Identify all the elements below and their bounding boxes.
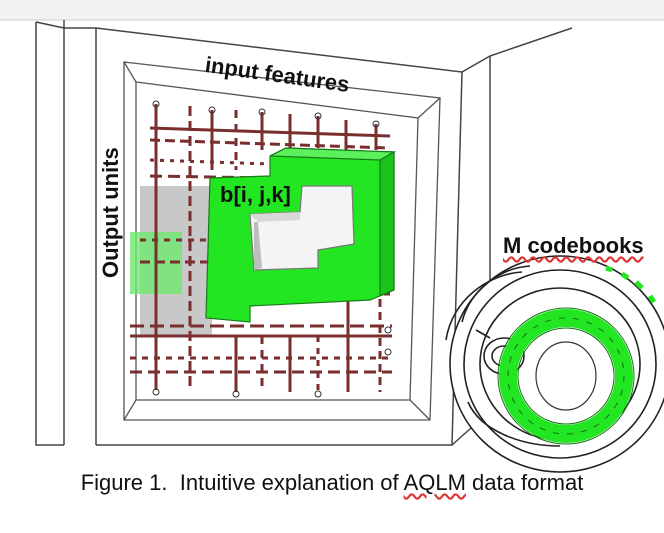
top-bar — [0, 0, 664, 20]
caption-suffix: data format — [465, 470, 584, 495]
caption-prefix: Figure 1. Intuitive explanation of — [80, 470, 404, 495]
block-index-label: b[i, j,k] — [220, 182, 291, 207]
output-units-label: Output units — [98, 147, 123, 278]
codebooks-label-text: M codebooks — [503, 233, 644, 258]
figure-caption: Figure 1. Intuitive explanation of AQLM … — [0, 470, 664, 496]
codebook-ring — [497, 307, 635, 445]
codebook-ticks — [605, 265, 657, 304]
codebooks-label: M codebooks — [503, 233, 644, 259]
caption-term: AQLM — [403, 470, 466, 495]
grid-ticks — [152, 100, 392, 398]
weight-block — [205, 147, 397, 323]
